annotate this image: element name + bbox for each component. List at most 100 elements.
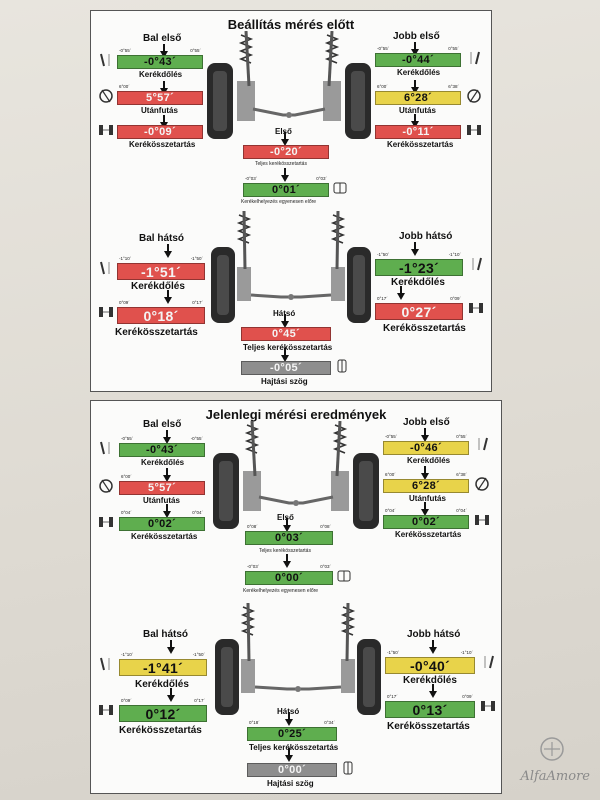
front-left-header: Bal első [143, 33, 182, 44]
total-min: 0°18´ [249, 720, 260, 725]
camber-min: -1°10´ [119, 256, 132, 261]
thrust-label: Hajtási szög [267, 779, 314, 788]
caster-min: 6°00´ [121, 474, 132, 479]
camber-icon [97, 53, 115, 67]
toe-icon [97, 123, 115, 137]
front-setback-bar: -0°03´ 0°03´ 0°01´ [243, 176, 329, 197]
rear-left-toe-bar: 0°09´ 0°17´ 0°12´ [119, 698, 207, 722]
toe-min: 0°04´ [121, 510, 132, 515]
thrust-icon [333, 359, 351, 373]
caster-min: 6°00´ [377, 84, 388, 89]
front-total-value: -0°20´ [270, 146, 302, 158]
camber-icon [473, 437, 491, 451]
toe-label: Kerékösszetartás [119, 725, 202, 736]
rear-left-arrow [167, 640, 175, 654]
front-left-caster-value: 5°57´ [146, 92, 174, 104]
thrust-value: 0°00´ [278, 764, 306, 776]
camber-max: -1°10´ [460, 650, 473, 655]
thrust-bar: 0°00´ [247, 763, 337, 777]
front-right-toe-bar: 0°04´ 0°04´ 0°02´ [383, 508, 469, 529]
front-left-header: Bal első [143, 419, 182, 430]
toe-arrow [421, 502, 429, 516]
toe-icon [97, 305, 115, 319]
rear-total-header: Hátsó [277, 707, 300, 716]
camber-min: -0°55´ [121, 436, 134, 441]
total-min: 0°08´ [247, 524, 258, 529]
front-right-caster-bar: 6°00´ 6°38´ 6°28´ [383, 472, 469, 493]
front-left-toe-bar: 0°04´ 0°04´ 0°02´ [119, 510, 205, 531]
toe-max: 0°04´ [192, 510, 203, 515]
camber-icon [467, 257, 485, 271]
front-total-value: 0°03´ [275, 532, 303, 544]
rear-right-toe-value: 0°13´ [412, 701, 448, 718]
setback-min: -0°03´ [247, 564, 260, 569]
front-left-camber-value: -0°43´ [144, 56, 176, 68]
camber-min: -0°55´ [119, 48, 132, 53]
rear-right-camber-value: -0°40´ [409, 657, 451, 674]
camber-icon [465, 51, 483, 65]
front-right-arrow [411, 42, 419, 56]
front-suspension-drawing [213, 421, 379, 529]
front-left-caster-bar: 6°00´ 5°57´ [117, 84, 203, 105]
caster-icon [97, 479, 115, 493]
front-right-caster-bar: 6°00´ 6°38´ 6°28´ [375, 84, 461, 105]
camber-icon [479, 655, 497, 669]
setback-arrow [283, 554, 291, 568]
rear-left-header: Bal hátsó [139, 233, 185, 244]
toe-icon [97, 703, 115, 717]
rear-right-camber-value: -1°23´ [398, 259, 440, 276]
watermark-logo-icon [540, 737, 564, 761]
camber-label: Kerékdőlés [139, 70, 183, 79]
toe-label: Kerékösszetartás [387, 140, 454, 149]
toe-max: 0°09´ [462, 694, 473, 699]
setback-icon [331, 181, 349, 195]
rear-right-toe-value: 0°27´ [401, 303, 437, 320]
toe-label: Kerékösszetartás [387, 721, 470, 732]
camber-min: -0°55´ [385, 434, 398, 439]
front-setback-label: Kerékelhelyezés egyenesen előre [241, 199, 317, 205]
front-left-arrow [163, 430, 171, 444]
caster-arrow [421, 466, 429, 480]
toe-max: 0°09´ [450, 296, 461, 301]
thrust-arrow [281, 348, 289, 362]
rear-total-label: Teljes kerékösszetartás [243, 343, 333, 352]
front-suspension-drawing [207, 31, 371, 139]
front-total-arrow [283, 518, 291, 532]
rear-left-toe-value: 0°12´ [145, 705, 181, 722]
thrust-value: -0°05´ [270, 362, 302, 374]
toe-icon [473, 513, 491, 527]
caster-min: 6°00´ [385, 472, 396, 477]
camber-label: Kerékdőlés [407, 456, 451, 465]
toe-min: 0°17´ [377, 296, 388, 301]
camber-icon [97, 657, 115, 671]
front-right-toe-bar: -0°11´ [375, 125, 461, 139]
front-left-caster-bar: 6°00´ 5°57´ [119, 474, 205, 495]
toe-icon [97, 515, 115, 529]
toe-label: Kerékösszetartás [129, 140, 196, 149]
rear-right-header: Jobb hátsó [407, 629, 461, 640]
toe-max: 0°17´ [192, 300, 203, 305]
toe-min: 0°09´ [119, 300, 130, 305]
rear-right-arrow [411, 242, 419, 256]
toe-arrow [397, 286, 405, 300]
rear-left-arrow [164, 244, 172, 258]
camber-min: -0°55´ [377, 46, 390, 51]
setback-icon [335, 569, 353, 583]
rear-right-header: Jobb hátsó [399, 231, 453, 242]
front-right-arrow [421, 428, 429, 442]
front-left-camber-bar: -0°55´ -0°55´ -0°43´ [119, 436, 205, 457]
toe-arrow [411, 114, 419, 128]
rear-total-bar: 0°18´ 0°34´ 0°25´ [247, 720, 337, 741]
toe-arrow [163, 504, 171, 518]
caster-label: Utánfutás [141, 106, 178, 115]
setback-min: -0°03´ [245, 176, 258, 181]
rear-left-camber-value: -1°51´ [140, 263, 182, 280]
front-total-label: Teljes kerékösszetartás [259, 548, 311, 554]
rear-left-header: Bal hátsó [143, 629, 189, 640]
camber-max: 0°55´ [448, 46, 459, 51]
rear-left-camber-value: -1°41´ [142, 659, 184, 676]
front-setback-value: 0°01´ [272, 184, 300, 196]
caster-icon [473, 477, 491, 491]
front-total-header: Első [275, 127, 292, 136]
rear-total-label: Teljes kerékösszetartás [249, 743, 339, 752]
